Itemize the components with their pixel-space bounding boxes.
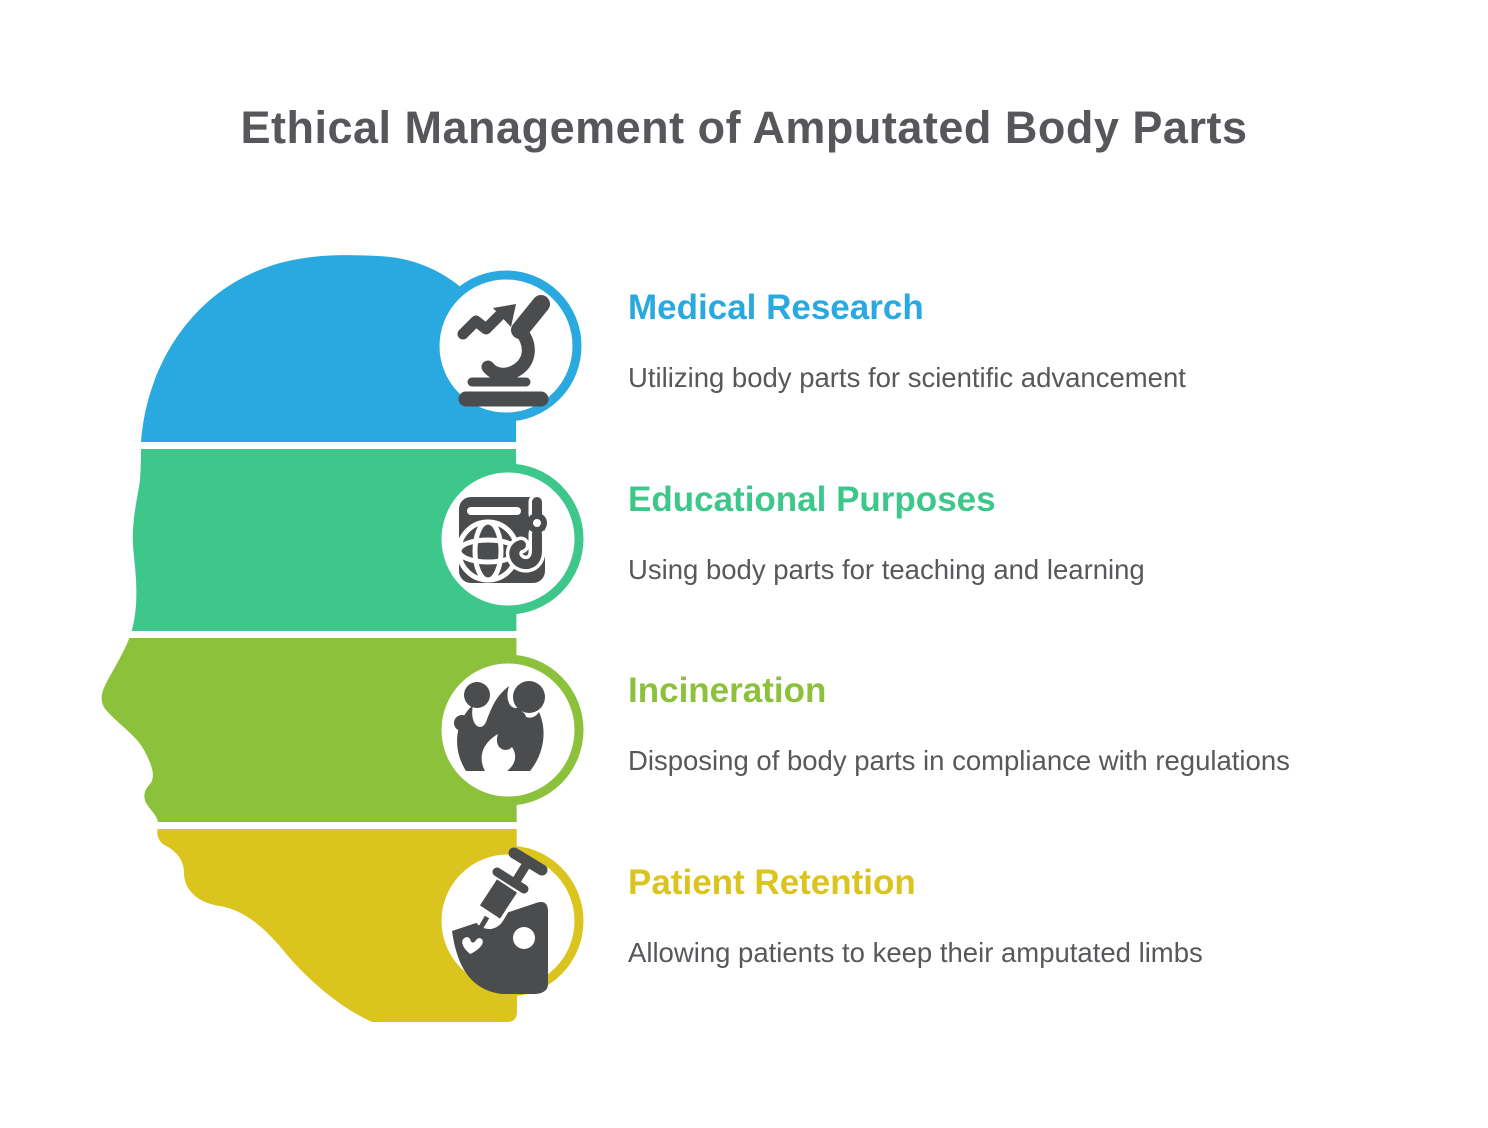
book-globe-hook-icon bbox=[456, 493, 547, 583]
section-description: Allowing patients to keep their amputate… bbox=[628, 936, 1203, 968]
section-medical-research: Medical Research Utilizing body parts fo… bbox=[628, 288, 1408, 394]
section-heading: Medical Research bbox=[628, 288, 924, 327]
section-incineration: Incineration Disposing of body parts in … bbox=[628, 671, 1408, 777]
section-heading: Educational Purposes bbox=[628, 480, 996, 519]
page-title: Ethical Management of Amputated Body Par… bbox=[240, 102, 1248, 153]
flame-smoke-icon bbox=[454, 681, 545, 771]
section-heading: Incineration bbox=[628, 671, 827, 710]
section-educational-purposes: Educational Purposes Using body parts fo… bbox=[628, 480, 1408, 586]
section-description: Using body parts for teaching and learni… bbox=[628, 553, 1145, 585]
microscope-trend-arrow-icon bbox=[457, 295, 550, 407]
section-description: Disposing of body parts in compliance wi… bbox=[628, 744, 1290, 776]
section-patient-retention: Patient Retention Allowing patients to k… bbox=[628, 863, 1408, 969]
section-heading: Patient Retention bbox=[628, 863, 916, 902]
syringe-hand-icon bbox=[452, 847, 548, 994]
section-description: Utilizing body parts for scientific adva… bbox=[628, 361, 1186, 393]
